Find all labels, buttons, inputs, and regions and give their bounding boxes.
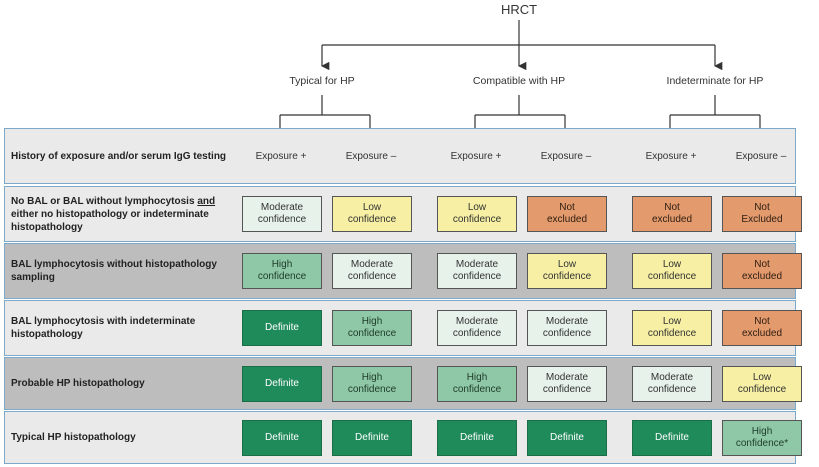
confidence-cell: Not excluded — [527, 196, 607, 232]
confidence-cell: Moderate confidence — [632, 366, 712, 402]
confidence-cell: Moderate confidence — [437, 253, 517, 289]
confidence-cell: High confidence* — [722, 420, 802, 456]
row-label-typical-hp: Typical HP histopathology — [11, 432, 136, 443]
confidence-cell: Moderate confidence — [527, 366, 607, 402]
confidence-cell: High confidence — [437, 366, 517, 402]
row-label-emphasis: and — [197, 195, 216, 207]
confidence-cell: Not excluded — [632, 196, 712, 232]
exposure-typical-minus: Exposure – — [345, 150, 397, 162]
confidence-cell: Moderate confidence — [437, 310, 517, 346]
exposure-typical-plus: Exposure + — [255, 150, 307, 162]
exposure-compatible-minus: Exposure – — [540, 150, 592, 162]
confidence-cell: Low confidence — [632, 253, 712, 289]
confidence-cell: High confidence — [332, 310, 412, 346]
confidence-cell: Low confidence — [332, 196, 412, 232]
confidence-cell: Low confidence — [632, 310, 712, 346]
table-row: BAL lymphocytosis with indeterminate his… — [4, 300, 802, 356]
confidence-cell: Not excluded — [722, 310, 802, 346]
row-label-probable-hp: Probable HP histopathology — [11, 378, 145, 389]
table-row: Probable HP histopathology Definite High… — [4, 357, 802, 410]
exposure-header-row: History of exposure and/or serum IgG tes… — [4, 128, 796, 184]
row-label-part: No BAL or BAL without lymphocytosis — [11, 195, 198, 207]
row-label-exposure: History of exposure and/or serum IgG tes… — [11, 150, 227, 162]
confidence-cell: Low confidence — [527, 253, 607, 289]
hrct-root-label: HRCT — [500, 2, 538, 17]
table-row: BAL lymphocytosis without histopathology… — [4, 243, 802, 299]
confidence-cell: Definite — [242, 366, 322, 402]
confidence-cell: Not excluded — [722, 253, 802, 289]
confidence-cell: Moderate confidence — [527, 310, 607, 346]
table-row: Typical HP histopathology Definite Defin… — [4, 411, 802, 464]
confidence-cell: Definite — [437, 420, 517, 456]
hrct-decision-tree — [278, 20, 768, 135]
exposure-indeterminate-minus: Exposure – — [735, 150, 787, 162]
row-label-bal-indeterminate-histo: BAL lymphocytosis with indeterminate his… — [11, 316, 196, 340]
row-label-no-bal: No BAL or BAL without lymphocytosis and … — [11, 187, 233, 241]
exposure-compatible-plus: Exposure + — [450, 150, 502, 162]
table-row: No BAL or BAL without lymphocytosis and … — [4, 186, 802, 242]
confidence-cell: High confidence — [332, 366, 412, 402]
confidence-cell: Moderate confidence — [332, 253, 412, 289]
confidence-cell: Definite — [632, 420, 712, 456]
category-typical-label: Typical for HP — [289, 75, 355, 87]
row-label-part: either no histopathology or indeterminat… — [11, 208, 209, 233]
category-compatible-label: Compatible with HP — [472, 75, 566, 87]
confidence-cell: Low confidence — [722, 366, 802, 402]
confidence-cell: High confidence — [242, 253, 322, 289]
confidence-cell: Definite — [332, 420, 412, 456]
confidence-cell: Definite — [527, 420, 607, 456]
exposure-indeterminate-plus: Exposure + — [645, 150, 697, 162]
confidence-cell: Definite — [242, 310, 322, 346]
category-indeterminate-label: Indeterminate for HP — [666, 75, 764, 87]
confidence-cell: Moderate confidence — [242, 196, 322, 232]
confidence-cell: Not Excluded — [722, 196, 802, 232]
confidence-cell: Definite — [242, 420, 322, 456]
row-label-bal-no-histo: BAL lymphocytosis without histopathology… — [11, 259, 217, 283]
confidence-cell: Low confidence — [437, 196, 517, 232]
